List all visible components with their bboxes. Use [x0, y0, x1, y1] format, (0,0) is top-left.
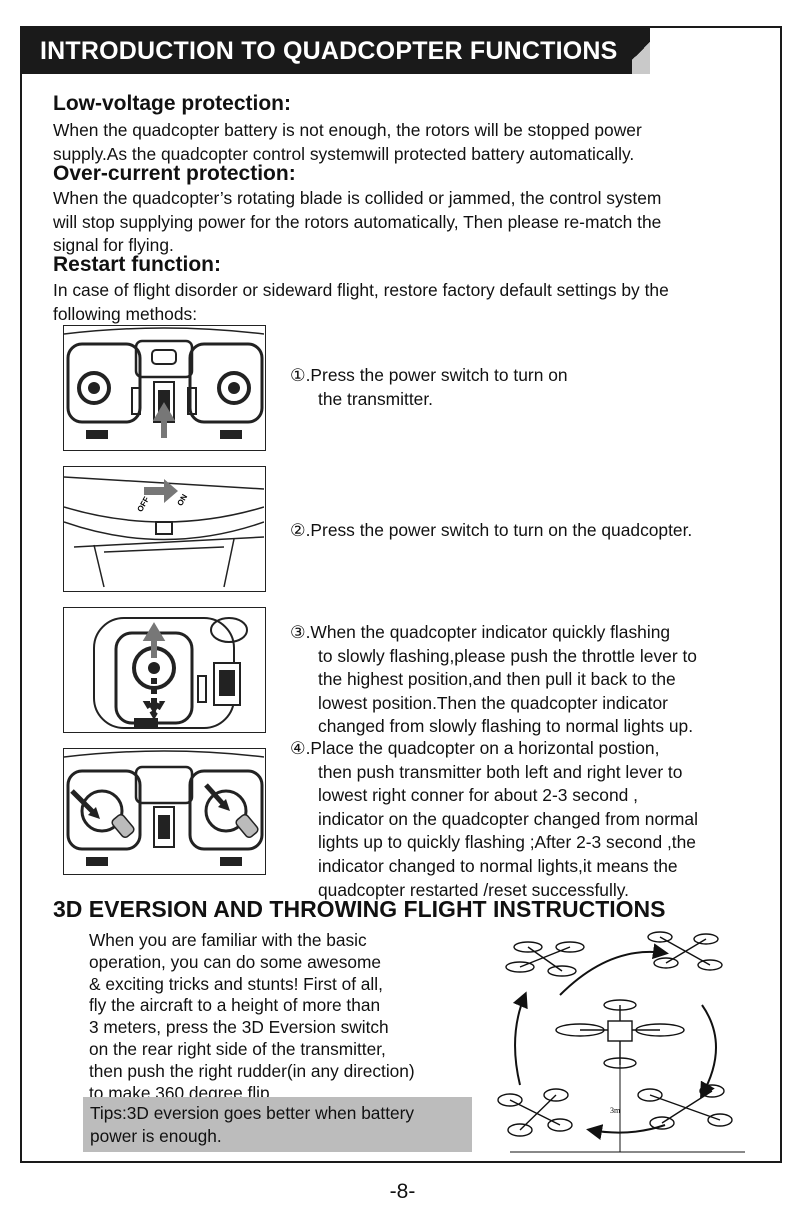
on-label: ON: [175, 492, 189, 507]
text-line: When you are familiar with the basic: [89, 930, 367, 950]
throttle-lever-illustration: [63, 607, 266, 733]
text-line: following methods:: [53, 303, 198, 324]
step-1-text: ①.Press the power switch to turn on the …: [290, 364, 770, 411]
drone-upper-left-icon: [505, 941, 585, 977]
step-3-text: ③.When the quadcopter indicator quickly …: [290, 621, 770, 739]
text-line: on the rear right side of the transmitte…: [89, 1038, 386, 1059]
low-voltage-heading: Low-voltage protection:: [53, 92, 291, 115]
low-voltage-text: When the quadcopter battery is not enoug…: [53, 119, 768, 166]
text-line: When the quadcopter battery is not enoug…: [53, 120, 642, 140]
section-header: INTRODUCTION TO QUADCOPTER FUNCTIONS: [22, 28, 632, 74]
over-current-text: When the quadcopter’s rotating blade is …: [53, 187, 768, 258]
eversion-heading: 3D EVERSION AND THROWING FLIGHT INSTRUCT…: [53, 896, 666, 922]
over-current-heading: Over-current protection:: [53, 162, 296, 185]
eversion-text: When you are familiar with the basic ope…: [89, 930, 474, 1104]
drone-lower-left-icon: [497, 1088, 573, 1137]
text-line: power is enough.: [90, 1126, 222, 1146]
drone-center-icon: [555, 999, 685, 1069]
text-line: quadcopter restarted /reset successfully…: [318, 879, 629, 900]
text-line: When the quadcopter’s rotating blade is …: [53, 188, 662, 208]
tips-box: Tips:3D eversion goes better when batter…: [83, 1097, 472, 1152]
text-line: will stop supplying power for the rotors…: [53, 211, 662, 232]
text-line: then push transmitter both left and righ…: [318, 761, 683, 782]
text-line: lights up to quickly flashing ;After 2-3…: [318, 832, 696, 853]
drone-lower-right-icon: [637, 1084, 733, 1130]
text-line: ②.Press the power switch to turn on the …: [290, 520, 693, 540]
transmitter-power-illustration: [63, 325, 266, 451]
text-line: supply.As the quadcopter control systemw…: [53, 143, 635, 164]
text-line: signal for flying.: [53, 235, 174, 255]
text-line: lowest position.Then the quadcopter indi…: [318, 692, 668, 713]
text-line: then push the right rudder(in any direct…: [89, 1060, 415, 1081]
text-line: ①.Press the power switch to turn on: [290, 365, 568, 385]
text-line: In case of flight disorder or sideward f…: [53, 280, 669, 300]
text-line: the highest position,and then pull it ba…: [318, 669, 676, 690]
page-frame: [20, 26, 782, 1163]
text-line: ③.When the quadcopter indicator quickly …: [290, 622, 671, 642]
text-line: operation, you can do some awesome: [89, 951, 382, 972]
step-4-text: ④.Place the quadcopter on a horizontal p…: [290, 737, 770, 902]
restart-text: In case of flight disorder or sideward f…: [53, 279, 768, 326]
restart-heading: Restart function:: [53, 253, 221, 276]
text-line: 3 meters, press the 3D Eversion switch: [89, 1017, 389, 1038]
drone-upper-right-icon: [647, 931, 723, 971]
text-line: to slowly flashing,please push the throt…: [318, 645, 697, 666]
header-tab-decoration: [632, 28, 650, 74]
step-2-text: ②.Press the power switch to turn on the …: [290, 519, 770, 543]
text-line: & exciting tricks and stunts! First of a…: [89, 973, 383, 994]
levers-lower-right-illustration: [63, 748, 266, 875]
text-line: Tips:3D eversion goes better when batter…: [90, 1103, 415, 1123]
text-line: indicator on the quadcopter changed from…: [318, 808, 698, 829]
text-line: fly the aircraft to a height of more tha…: [89, 995, 381, 1016]
text-line: lowest right conner for about 2-3 second…: [318, 785, 638, 806]
page-number: -8-: [389, 1180, 416, 1203]
quadcopter-power-illustration: OFF ON: [63, 466, 266, 592]
off-label: OFF: [135, 495, 151, 513]
flip-diagram: 3m: [490, 925, 755, 1155]
text-line: the transmitter.: [318, 388, 434, 409]
text-line: changed from slowly flashing to normal l…: [318, 716, 694, 737]
height-label: 3m: [610, 1106, 621, 1115]
text-line: indicator changed to normal lights,it me…: [318, 855, 678, 876]
text-line: ④.Place the quadcopter on a horizontal p…: [290, 738, 660, 758]
